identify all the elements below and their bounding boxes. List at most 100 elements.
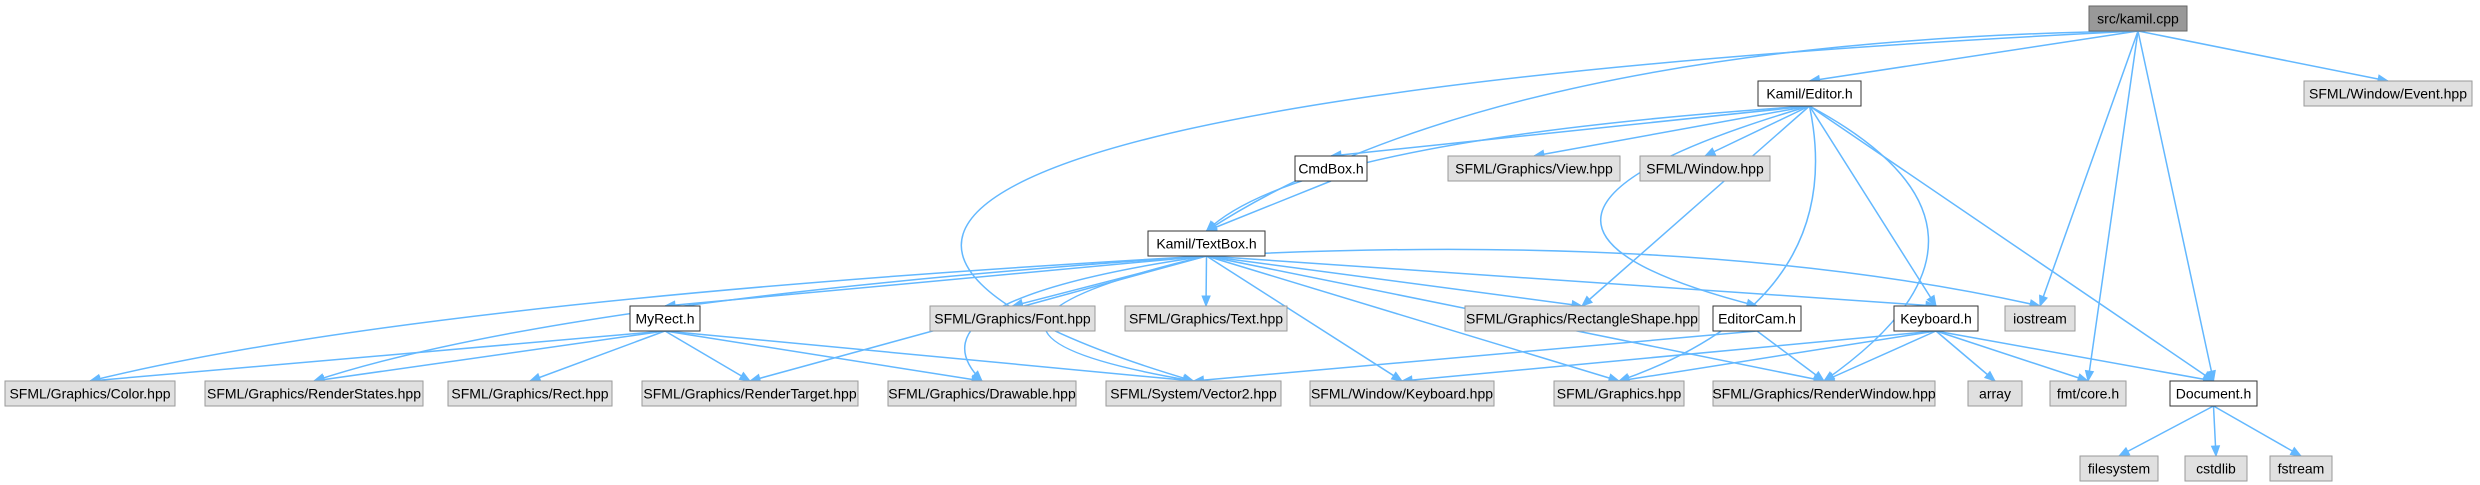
node-label: CmdBox.h <box>1298 161 1363 177</box>
node-label: SFML/Graphics/View.hpp <box>1455 161 1613 177</box>
node-fmtcore_h: fmt/core.h <box>2049 380 2127 407</box>
node-label: SFML/Graphics/Color.hpp <box>9 386 170 402</box>
node-label: fstream <box>2278 461 2325 477</box>
node-cstdlib: cstdlib <box>2184 455 2248 482</box>
node-rectshape_hpp: SFML/Graphics/RectangleShape.hpp <box>1464 305 1700 332</box>
node-label: EditorCam.h <box>1718 311 1796 327</box>
edge-myrect_h-to-rect_hpp <box>528 330 666 382</box>
node-box <box>1309 380 1495 407</box>
edge-textbox_h-to-myrect_h <box>663 255 1207 310</box>
arrowhead-icon <box>738 371 752 382</box>
node-label: SFML/Graphics/Font.hpp <box>934 311 1091 327</box>
node-label: SFML/Graphics/Text.hpp <box>1129 311 1283 327</box>
node-label: SFML/System/Vector2.hpp <box>1110 386 1277 402</box>
arrowhead-icon <box>2084 369 2095 383</box>
node-window_hpp: SFML/Window.hpp <box>1639 155 1771 182</box>
node-box <box>929 305 1096 332</box>
edge-kamil_cpp-to-document_h <box>2137 30 2216 383</box>
edge-myrect_h-to-color_hpp <box>88 330 666 385</box>
edge-kamil_cpp-to-fmtcore_h <box>2084 30 2139 383</box>
node-keyboard_h[interactable]: Keyboard.h <box>1893 305 1979 332</box>
node-box <box>1447 155 1621 182</box>
node-textbox_h[interactable]: Kamil/TextBox.h <box>1147 230 1266 257</box>
edge-keyboard_h-to-renderwindow_hpp <box>1822 330 1937 382</box>
node-drawable_hpp: SFML/Graphics/Drawable.hpp <box>887 380 1077 407</box>
node-label: array <box>1979 386 2011 402</box>
node-vector2_hpp: SFML/System/Vector2.hpp <box>1105 380 1282 407</box>
arrowhead-icon <box>1983 370 1997 382</box>
arrowhead-icon <box>1812 370 1826 382</box>
node-label: filesystem <box>2088 461 2150 477</box>
edges-layer <box>88 30 2390 458</box>
node-box <box>1294 155 1368 182</box>
node-label: Kamil/Editor.h <box>1766 86 1852 102</box>
node-cmdbox_h[interactable]: CmdBox.h <box>1294 155 1368 182</box>
arrowhead-icon <box>1580 295 1594 307</box>
arrowhead-icon <box>528 372 542 382</box>
edge-editor_h-to-view_hpp <box>1532 105 1810 159</box>
edge-editor_h-to-cmdbox_h <box>1329 105 1810 160</box>
node-box <box>1147 230 1266 257</box>
node-kamil_cpp[interactable]: src/kamil.cpp <box>2088 5 2188 32</box>
node-iostream: iostream <box>2004 305 2076 332</box>
node-box <box>2269 455 2333 482</box>
node-box <box>2088 5 2188 32</box>
node-rendertarget_hpp: SFML/Graphics/RenderTarget.hpp <box>641 380 859 407</box>
node-event_hpp: SFML/Window/Event.hpp <box>2303 80 2473 107</box>
node-box <box>1553 380 1685 407</box>
arrowhead-icon <box>1390 371 1404 382</box>
node-label: SFML/Graphics/Rect.hpp <box>451 386 608 402</box>
arrowhead-icon <box>2210 445 2221 458</box>
edge-textbox_h-to-kbd_hpp <box>1206 255 1404 382</box>
node-editor_h[interactable]: Kamil/Editor.h <box>1757 80 1862 107</box>
node-label: Document.h <box>2176 386 2251 402</box>
edge-editor_h-to-window_hpp <box>1703 105 1810 157</box>
node-filesystem: filesystem <box>2079 455 2159 482</box>
node-array: array <box>1967 380 2023 407</box>
node-box <box>1639 155 1771 182</box>
node-label: SFML/Window.hpp <box>1646 161 1764 177</box>
arrowhead-icon <box>1703 147 1717 157</box>
node-label: SFML/Graphics/RenderWindow.hpp <box>1712 386 1936 402</box>
node-box <box>2169 380 2258 407</box>
node-label: SFML/Window/Keyboard.hpp <box>1311 386 1493 402</box>
node-box <box>1967 380 2023 407</box>
edge-keyboard_h-to-fmtcore_h <box>1935 330 2090 383</box>
edge-textbox_h-to-iostream <box>1206 248 2042 309</box>
node-box <box>2303 80 2473 107</box>
node-box <box>1464 305 1700 332</box>
node-box <box>1124 305 1288 332</box>
node-label: src/kamil.cpp <box>2097 11 2179 27</box>
node-kbd_hpp: SFML/Window/Keyboard.hpp <box>1309 380 1495 407</box>
edge-cmdbox_h-to-textbox_h <box>1205 180 1332 232</box>
edge-kamil_cpp-to-editor_h <box>1808 30 2139 85</box>
node-box <box>1105 380 1282 407</box>
node-box <box>4 380 176 407</box>
node-rect_hpp: SFML/Graphics/Rect.hpp <box>447 380 613 407</box>
node-editorcam_h[interactable]: EditorCam.h <box>1712 305 1802 332</box>
node-document_h[interactable]: Document.h <box>2169 380 2258 407</box>
node-box <box>2079 455 2159 482</box>
arrowhead-icon <box>1926 294 1937 308</box>
node-label: MyRect.h <box>635 311 694 327</box>
edge-editorcam_h-to-vector2_hpp <box>1192 330 1758 385</box>
node-label: SFML/Graphics/RectangleShape.hpp <box>1466 311 1698 327</box>
edge-document_h-to-fstream <box>2213 405 2303 457</box>
edge-textbox_h-to-rectshape_hpp <box>1206 255 1584 310</box>
edge-editor_h-to-document_h <box>1809 105 2215 382</box>
node-box <box>2004 305 2076 332</box>
edge-textbox_h-to-text_hpp <box>1201 255 1211 308</box>
edge-myrect_h-to-rendertarget_hpp <box>664 330 752 382</box>
node-label: SFML/Window/Event.hpp <box>2309 86 2467 102</box>
arrowhead-icon <box>2117 446 2131 457</box>
node-font_hpp: SFML/Graphics/Font.hpp <box>929 305 1096 332</box>
node-box <box>1893 305 1979 332</box>
node-box <box>447 380 613 407</box>
edge-editor_h-to-rectshape_hpp <box>1580 105 1810 307</box>
node-myrect_h[interactable]: MyRect.h <box>629 305 701 332</box>
node-renderstates_hpp: SFML/Graphics/RenderStates.hpp <box>204 380 424 407</box>
arrowhead-icon <box>2289 446 2303 457</box>
node-label: Keyboard.h <box>1900 311 1972 327</box>
